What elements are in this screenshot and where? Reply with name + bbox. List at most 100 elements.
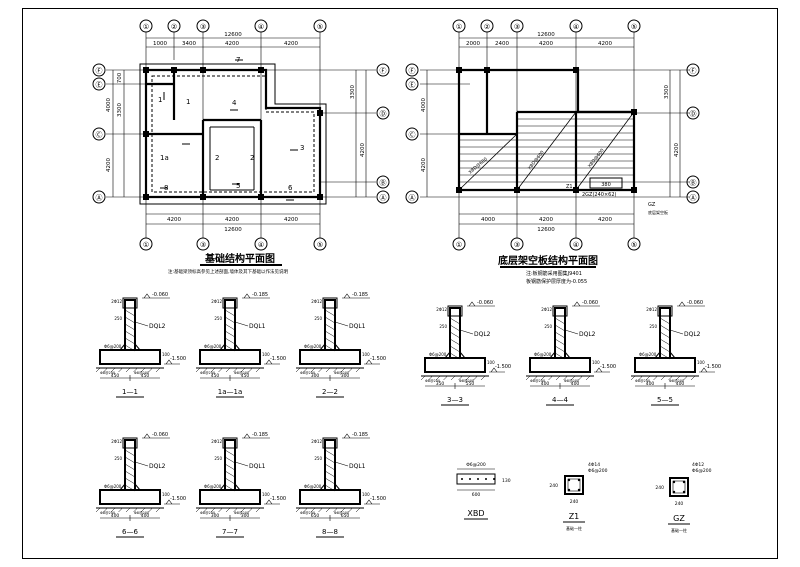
room-mark: 5 [236,182,240,190]
axis-label: Ⓐ [96,194,103,202]
pad-label: 100 [592,360,600,365]
section-dim: 650 [341,513,350,519]
rebar-label: 2Φ12 [541,307,552,312]
room-mark: 4 [232,99,237,107]
floor-slab-plan: XBD@600 XBD@600 XBD@600 380 Z1 2GZ(240×6… [405,19,700,285]
level-mark: -1.500 [495,364,511,370]
floor-plan-note1: 注:板钢筋采用图集J9401 [526,270,582,277]
section-label: 1a—1a [218,388,243,396]
dim-text: 3400 [182,41,196,47]
bottom-rebar-label: Φ8@200 [234,371,249,375]
rebar-label: 2Φ12 [111,439,122,444]
bottom-rebar-label: Φ8@200 [530,379,545,383]
section-dim: 300 [341,373,350,379]
level-mark: -1.500 [705,364,721,370]
stirrup-label: Φ6@200 [639,352,657,357]
dim-label: 250 [439,324,447,329]
z1-label: Z1 [566,184,573,190]
z1-stirrup: Φ6@200 [588,468,608,474]
section-dim: 650 [311,513,320,519]
dim-text: 4200 [360,143,366,157]
rebar-label: 2Φ12 [211,439,222,444]
level-mark: -1.500 [270,356,286,362]
slab-label: XBD@600 [467,156,488,175]
beam-label: DQL1 [249,463,266,470]
z1-width: 240 [570,499,579,505]
gz-height: 240 [655,485,664,491]
axis-label: ② [484,23,490,31]
bottom-rebar-label: Φ8@200 [425,379,440,383]
drawing-frame [22,8,778,559]
level-mark: -1.500 [370,496,386,502]
level-mark: -0.185 [352,432,368,438]
dim-text: 4200 [421,158,427,172]
bottom-rebar-label: Φ8@200 [300,371,315,375]
axis-label: Ⓕ [690,67,697,75]
axis-label: ③ [514,23,520,31]
room-mark: 7 [236,56,240,64]
axis-label: Ⓑ [690,179,697,187]
level-mark: -0.060 [152,292,168,298]
axis-label: Ⓓ [690,110,697,118]
section-dim: 300 [311,373,320,379]
room-mark: 2 [250,154,254,162]
beam-label: DQL2 [684,331,701,338]
bottom-rebar-label: Φ8@200 [100,511,115,515]
gz-label: GZ [648,202,656,208]
axis-label: ⑤ [317,23,323,31]
level-mark: -0.185 [352,292,368,298]
section-label: 3—3 [447,396,463,404]
pad-label: 100 [162,352,170,357]
z1-height: 240 [549,483,558,489]
dim-label: 250 [314,316,322,321]
beam-label: DQL1 [249,323,266,330]
level-mark: -0.185 [252,432,268,438]
bottom-rebar-label: Φ8@200 [564,379,579,383]
dim-label: 250 [544,324,552,329]
section-label: 8—8 [322,528,338,536]
axis-label: ③ [200,23,206,31]
room-mark: 1 [158,96,162,104]
section-label: 6—6 [122,528,138,536]
section-dim: 400 [141,513,150,519]
foundation-plan: 1 1 1a 2 2 3 4 5 6 7 8 ① ② ③ ④ ⑤ ① ③ [92,19,390,275]
axis-label: Ⓒ [96,131,103,139]
bottom-rebar-label: Φ8@200 [300,511,315,515]
section-dim: 400 [541,381,550,387]
dim-text: 4200 [284,41,298,47]
gz-detail: 4Φ12 Φ6@200 240 240 GZ 基础—柱 [655,462,711,533]
beam-label: DQL2 [149,463,166,470]
bottom-rebar-label: Φ8@200 [234,511,249,515]
axis-label: ④ [573,241,579,249]
stirrup-label: Φ6@200 [534,352,552,357]
axis-label: ⑤ [631,241,637,249]
z1-bar: 4Φ14 [588,462,600,468]
section-dim: 400 [646,381,655,387]
slab-label: XBD@600 [587,148,606,170]
level-mark: -1.500 [270,496,286,502]
section-label: 2—2 [322,388,338,396]
axis-label: ③ [514,241,520,249]
section-label: 1—1 [122,388,138,396]
dim-text: 4200 [167,217,181,223]
level-mark: -0.060 [687,300,703,306]
rebar-label: 2Φ12 [646,307,657,312]
level-mark: -0.185 [252,292,268,298]
room-mark: 1a [160,154,169,162]
stirrup-label: Φ6@200 [204,344,222,349]
dim-text: 4200 [539,41,553,47]
slab-hatching [458,111,635,191]
stirrup-label: Φ6@200 [304,344,322,349]
z1-label: Z1 [569,512,580,521]
room-mark: 8 [164,184,168,192]
axis-label: ③ [200,241,206,249]
dim-text: 4200 [225,217,239,223]
floor-plan-title: 底层架空板结构平面图 [498,254,598,267]
axis-label: Ⓕ [380,67,387,75]
section-dim: 350 [436,381,445,387]
level-mark: -1.500 [600,364,616,370]
pad-label: 100 [697,360,705,365]
